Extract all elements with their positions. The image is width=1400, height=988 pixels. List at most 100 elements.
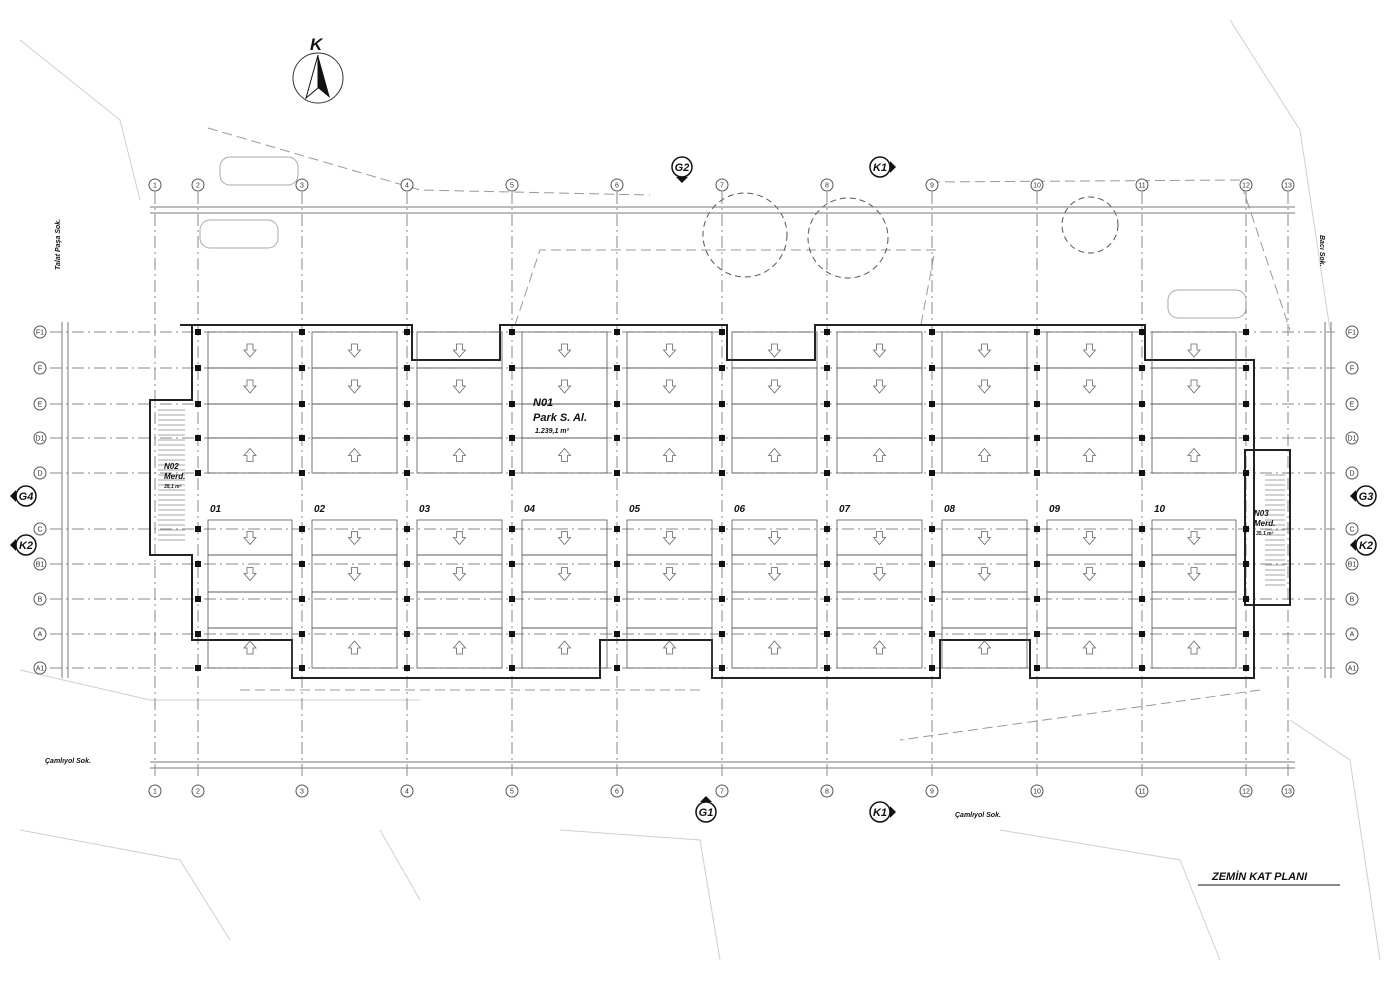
- structural-column: [509, 329, 515, 335]
- parking-stall: [311, 519, 398, 556]
- structural-column: [824, 470, 830, 476]
- room-code: N02: [164, 462, 179, 471]
- structural-column: [1034, 329, 1040, 335]
- parking-stall: [626, 591, 713, 629]
- grid-bubble: [33, 557, 47, 571]
- grid-bubble: [1135, 178, 1149, 192]
- grid-label: 8: [825, 183, 829, 190]
- direction-arrow-icon: [977, 379, 992, 394]
- parking-stall: [731, 591, 818, 629]
- structural-column: [195, 401, 201, 407]
- direction-arrow-icon: [767, 343, 782, 358]
- street-west: Talat Paşa Sok.: [55, 219, 62, 270]
- structural-column: [195, 470, 201, 476]
- structural-column: [929, 596, 935, 602]
- parking-stall: [731, 331, 818, 369]
- parking-stall: [941, 367, 1028, 405]
- structural-column: [299, 365, 305, 371]
- grid-bubble: [820, 784, 834, 798]
- site-context: [19, 19, 1381, 961]
- structural-column: [404, 665, 410, 671]
- parking-stall: [836, 367, 923, 405]
- direction-arrow-icon: [1082, 379, 1097, 394]
- section-mark-g1: G1: [695, 796, 717, 823]
- parking-stall: [1151, 519, 1237, 556]
- structural-column: [299, 435, 305, 441]
- grid-bubble: [1345, 661, 1359, 675]
- section-label: K1: [873, 807, 887, 819]
- structural-column: [1034, 526, 1040, 532]
- section-label: G2: [675, 162, 690, 174]
- grid-label: B1: [1348, 562, 1357, 569]
- bay-label: 05: [629, 504, 641, 515]
- parking-stall: [731, 367, 818, 405]
- grid-bubble: [1345, 627, 1359, 641]
- parking-stall: [941, 627, 1028, 669]
- section-mark-k2: K2: [10, 534, 37, 556]
- parking-stall: [521, 591, 608, 629]
- parking-stall: [521, 437, 608, 474]
- structural-column: [404, 596, 410, 602]
- parking-stall: [521, 627, 608, 669]
- direction-arrow-icon: [1187, 531, 1201, 546]
- structural-column: [719, 596, 725, 602]
- grid-label: 13: [1284, 183, 1292, 190]
- grid-bubble: [610, 178, 624, 192]
- structural-column: [824, 365, 830, 371]
- parking-stall: [521, 331, 608, 369]
- section-arrow-icon: [10, 490, 16, 502]
- structural-column: [195, 561, 201, 567]
- structural-column: [824, 435, 830, 441]
- parking-stall: [207, 519, 293, 556]
- grid-label: 10: [1033, 183, 1041, 190]
- building-outline: [149, 324, 1291, 679]
- parking-stall: [731, 403, 818, 439]
- grid-label: 11: [1138, 789, 1145, 796]
- room-name: Park S. Al.: [533, 412, 587, 424]
- grid-label: 1: [153, 789, 157, 796]
- room-area: 35,1 m²: [164, 484, 182, 490]
- parking-stall: [416, 437, 503, 474]
- structural-column: [929, 561, 935, 567]
- grid-bubble: [1281, 784, 1295, 798]
- structural-column: [719, 631, 725, 637]
- structural-column: [1139, 631, 1145, 637]
- grid-bubble: [1345, 431, 1359, 445]
- grid-bubble: [1239, 178, 1253, 192]
- section-arrow-icon: [700, 796, 712, 802]
- grid-bubble: [33, 397, 47, 411]
- grid-label: 6: [615, 183, 619, 190]
- structural-column: [929, 435, 935, 441]
- direction-arrow-icon: [977, 447, 992, 462]
- parking-stall: [1151, 591, 1237, 629]
- direction-arrow-icon: [1187, 447, 1201, 462]
- structural-column: [299, 401, 305, 407]
- grid-label: 9: [930, 183, 934, 190]
- grid-bubble: [33, 361, 47, 375]
- structural-column: [299, 470, 305, 476]
- structural-column: [719, 561, 725, 567]
- structural-column: [824, 401, 830, 407]
- section-arrow-icon: [1350, 539, 1356, 551]
- structural-column: [1139, 470, 1145, 476]
- grid-bubble: [191, 178, 205, 192]
- grid-label: A1: [1348, 666, 1357, 673]
- structural-column: [1243, 435, 1249, 441]
- tree: [807, 197, 889, 279]
- section-label: K1: [873, 162, 887, 174]
- parking-stall: [311, 403, 398, 439]
- direction-arrow-icon: [662, 567, 677, 582]
- direction-arrow-icon: [243, 343, 257, 358]
- structural-column: [1139, 435, 1145, 441]
- direction-arrow-icon: [662, 640, 677, 655]
- structural-column: [299, 631, 305, 637]
- direction-arrow-icon: [1187, 379, 1201, 394]
- structural-column: [509, 365, 515, 371]
- structural-column: [299, 526, 305, 532]
- parking-stall: [207, 591, 293, 629]
- grid-label: D1: [1348, 436, 1357, 443]
- section-arrow-icon: [890, 161, 896, 173]
- direction-arrow-icon: [452, 379, 467, 394]
- grid-label: 2: [196, 789, 200, 796]
- parking-stall: [1151, 627, 1237, 669]
